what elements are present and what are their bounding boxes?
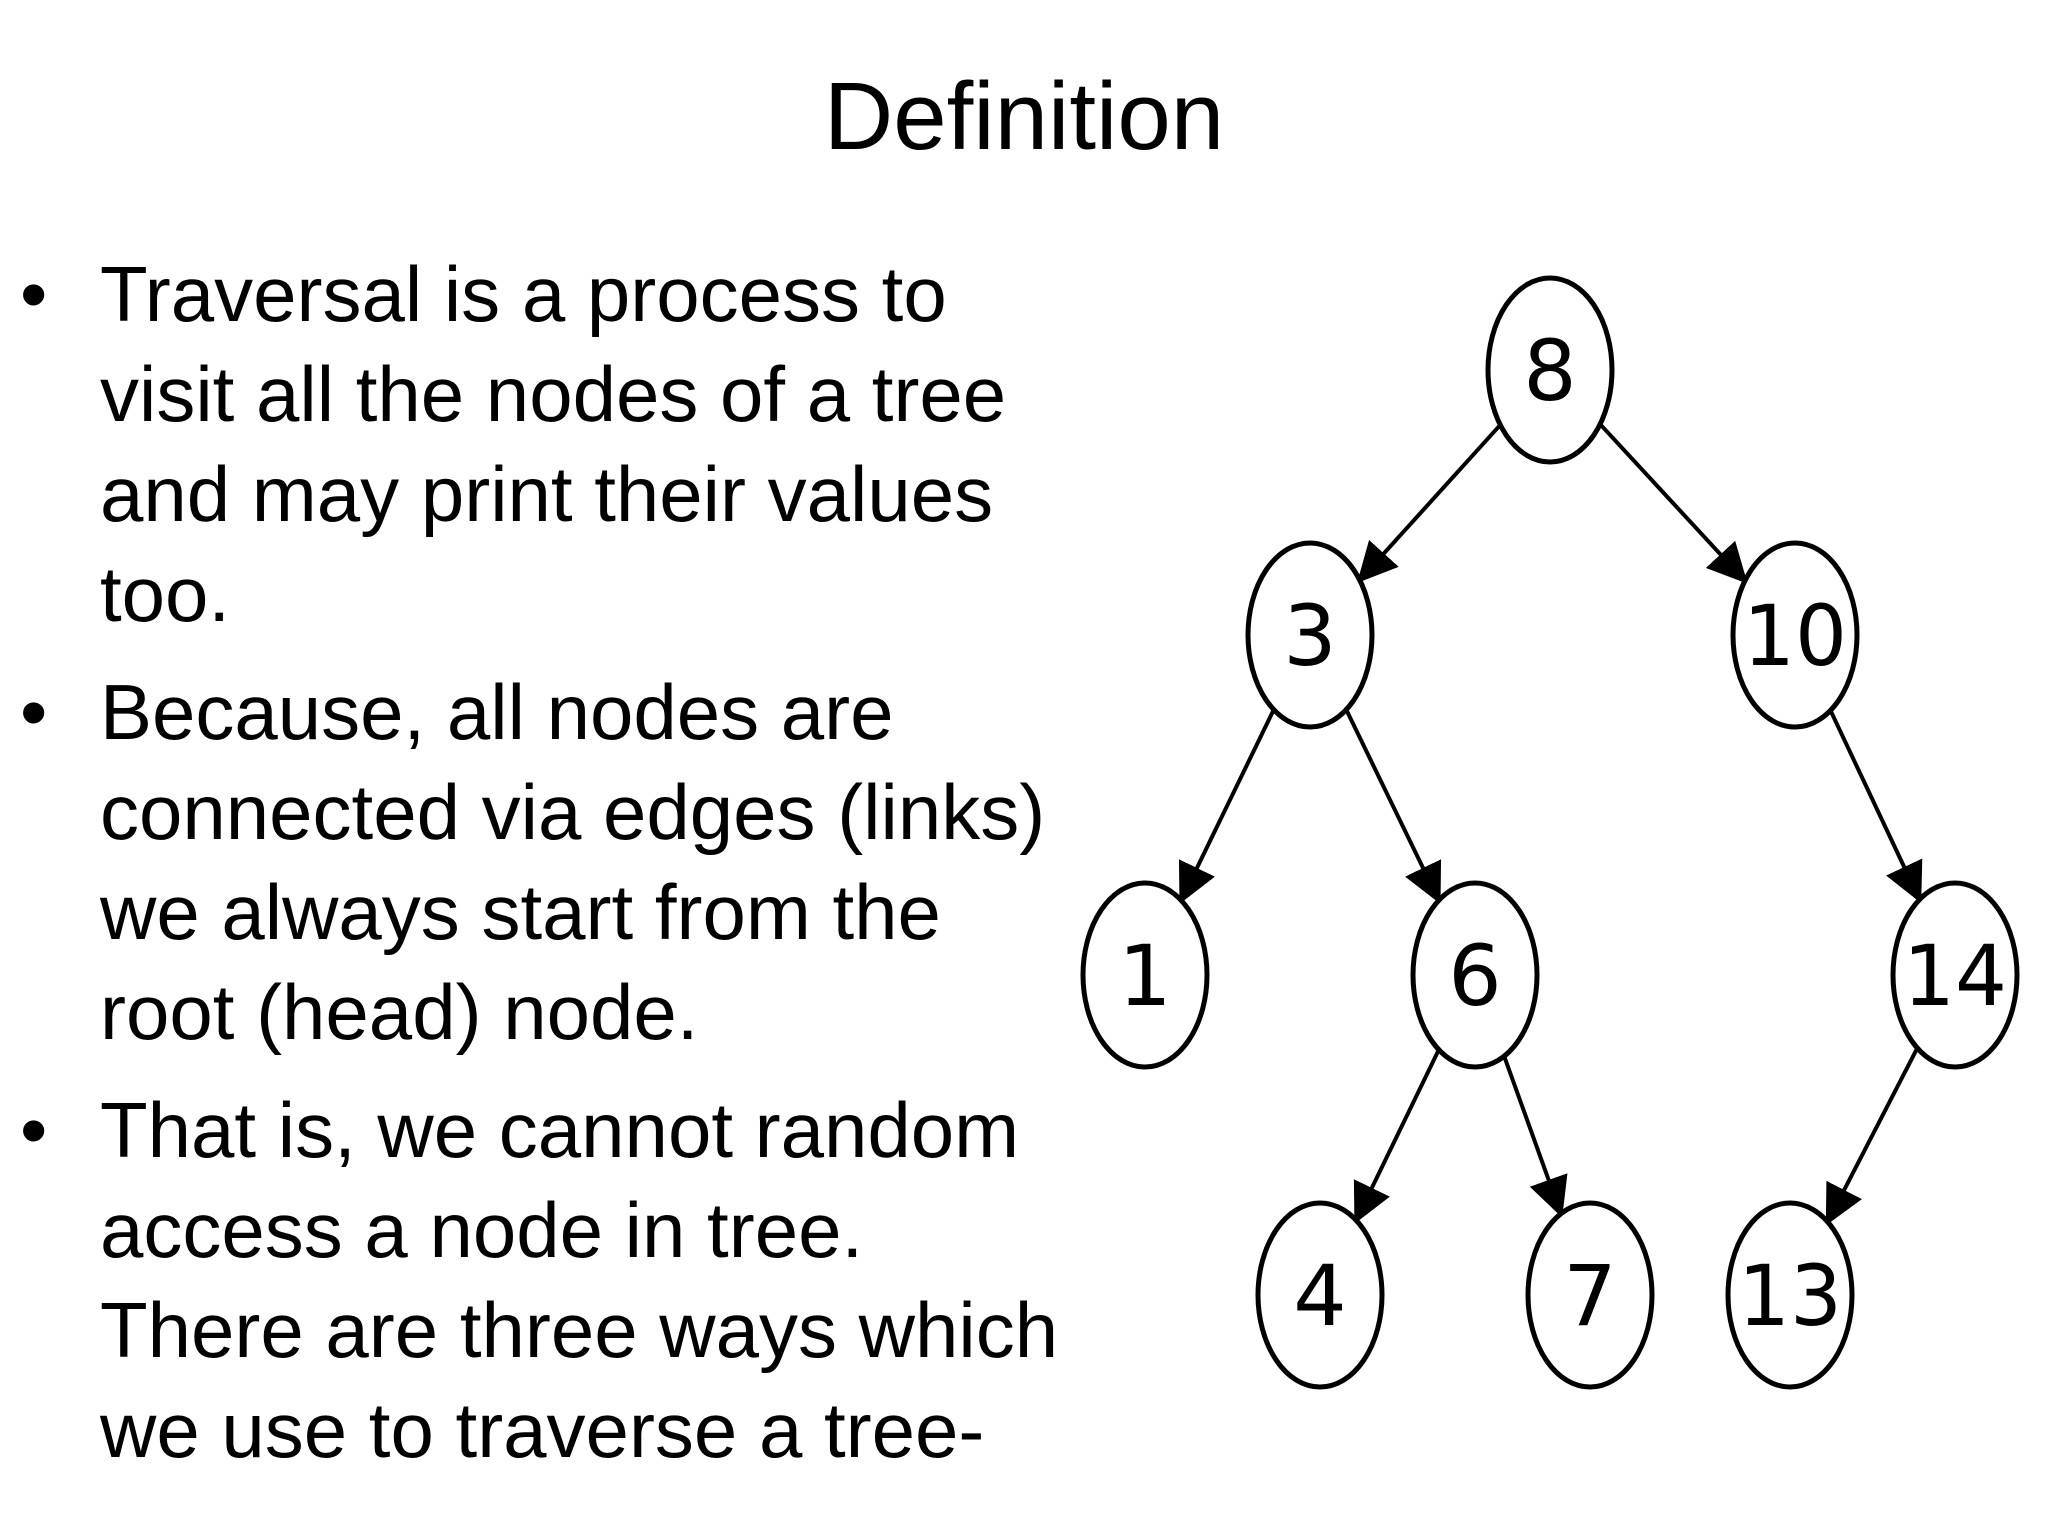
bullet-dot: • — [20, 250, 48, 338]
bullet-item: • That is, we cannot random access a nod… — [20, 1080, 1130, 1480]
bullet-line: visit all the nodes of a tree — [100, 350, 1007, 438]
slide-title: Definition — [823, 63, 1225, 170]
bullet-line: access a node in tree. — [100, 1186, 864, 1274]
tree-node-label: 4 — [1293, 1247, 1346, 1345]
tree-node-circle — [1890, 880, 2020, 1070]
tree-node-label: 10 — [1743, 587, 1847, 685]
tree-node-circle — [1245, 540, 1375, 730]
tree-nodes: 8 3 10 1 6 14 4 7 13 — [1080, 275, 2020, 1390]
tree-node-n1: 1 — [1080, 880, 1210, 1070]
tree-node-circle — [1410, 880, 1540, 1070]
tree-node-label: 6 — [1448, 927, 1501, 1025]
tree-edge-n3-n6 — [1344, 708, 1442, 904]
binary-tree-svg: 8 3 10 1 6 14 4 7 13 — [1080, 275, 2020, 1390]
binary-tree-diagram: 8 3 10 1 6 14 4 7 13 — [1060, 270, 2040, 1400]
tree-node-n6: 6 — [1410, 880, 1540, 1070]
tree-node-circle — [1525, 1200, 1655, 1390]
tree-edge-n10-n14 — [1828, 709, 1923, 904]
bullet-item: • Because, all nodes are connected via e… — [20, 662, 1130, 1062]
tree-node-circle — [1725, 1200, 1855, 1390]
bullet-line: and may print their values — [100, 450, 994, 538]
tree-node-circle — [1080, 880, 1210, 1070]
bullet-line: too. — [100, 550, 231, 638]
bullet-line: Because, all nodes are — [100, 668, 894, 756]
tree-edge-n14-n13 — [1825, 1047, 1920, 1226]
bullet-line: we always start from the — [100, 868, 941, 956]
bullet-line: we use to traverse a tree- — [100, 1386, 985, 1474]
bullet-line: That is, we cannot random — [100, 1086, 1020, 1174]
bullet-dot: • — [20, 668, 48, 756]
tree-node-n3: 3 — [1245, 540, 1375, 730]
bullet-line: connected via edges (links) — [100, 768, 1046, 856]
bullet-line: root (head) node. — [100, 968, 699, 1056]
tree-edge-n6-n7 — [1502, 1055, 1568, 1218]
tree-node-label: 8 — [1523, 322, 1576, 420]
bullet-line: Traversal is a process to — [100, 250, 947, 338]
tree-edge-n3-n1 — [1178, 708, 1276, 904]
tree-node-label: 3 — [1283, 587, 1336, 685]
bullet-dot: • — [20, 1086, 48, 1174]
bullet-item: • Traversal is a process to visit all th… — [20, 244, 1130, 644]
tree-node-n13: 13 — [1725, 1200, 1855, 1390]
tree-node-n7: 7 — [1525, 1200, 1655, 1390]
tree-node-n10: 10 — [1730, 540, 1860, 730]
tree-node-circle — [1485, 275, 1615, 465]
tree-node-label: 1 — [1118, 927, 1171, 1025]
tree-node-label: 7 — [1563, 1247, 1616, 1345]
bullet-list: • Traversal is a process to visit all th… — [20, 244, 1130, 1498]
tree-node-label: 13 — [1738, 1247, 1842, 1345]
tree-edge-n6-n4 — [1353, 1048, 1441, 1224]
bullet-line: There are three ways which — [100, 1286, 1059, 1374]
tree-node-n4: 4 — [1255, 1200, 1385, 1390]
tree-edge-n8-n10 — [1598, 422, 1748, 584]
tree-node-circle — [1255, 1200, 1385, 1390]
tree-edges — [1178, 422, 1923, 1226]
tree-node-circle — [1730, 540, 1860, 730]
tree-node-n14: 14 — [1890, 880, 2020, 1070]
tree-node-label: 14 — [1903, 927, 2007, 1025]
tree-edge-n8-n3 — [1357, 423, 1502, 584]
tree-node-n8: 8 — [1485, 275, 1615, 465]
